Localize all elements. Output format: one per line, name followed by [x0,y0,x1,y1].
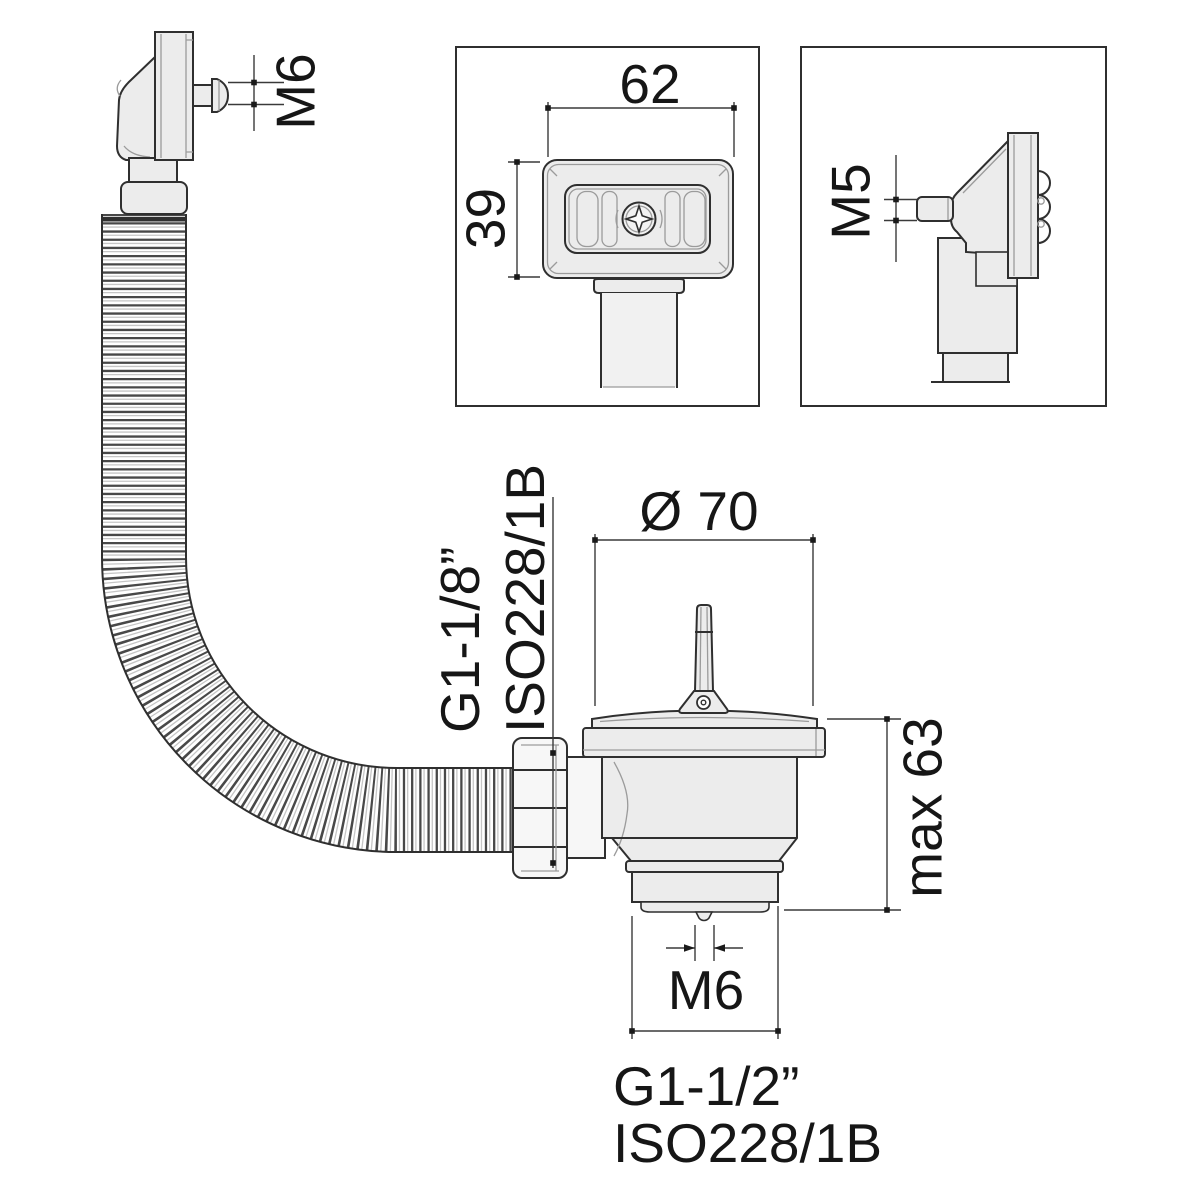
dim-flange-diameter [592,534,816,706]
dim-label-hose-thread: G1-1/8” ISO228/1B [428,453,558,733]
dim-label-plate-width: 62 [619,53,681,115]
strainer-assembly [582,604,826,922]
dim-bottom-screw [666,925,743,961]
detail-box-side [800,46,1107,407]
dim-label-plate-height: 39 [454,187,517,250]
corrugated-hose [101,214,515,853]
dim-overflow-screw [228,55,284,131]
dim-outlet-thread [629,906,781,1039]
outlet-thread-standard: ISO228/1B [613,1112,883,1174]
dim-label-side-screw: M5 [819,163,882,240]
overflow-elbow-view [115,31,230,215]
hose-thread-size: G1-1/8” [429,546,491,733]
hose-nut [512,737,568,879]
dim-label-bottom-screw: M6 [667,959,745,1021]
dim-label-overflow-screw: M6 [264,53,327,130]
dim-hose-thread-leader [550,497,556,868]
dim-label-outlet-thread: G1-1/2” ISO228/1B [613,1058,933,1172]
dim-label-flange-diameter: Ø 70 [639,480,759,542]
dim-max-height [784,716,901,913]
detail-box-front [455,46,760,407]
outlet-thread-size: G1-1/2” [613,1055,800,1117]
hose-thread-standard: ISO228/1B [494,463,556,733]
dim-label-max-height: max 63 [891,717,954,898]
